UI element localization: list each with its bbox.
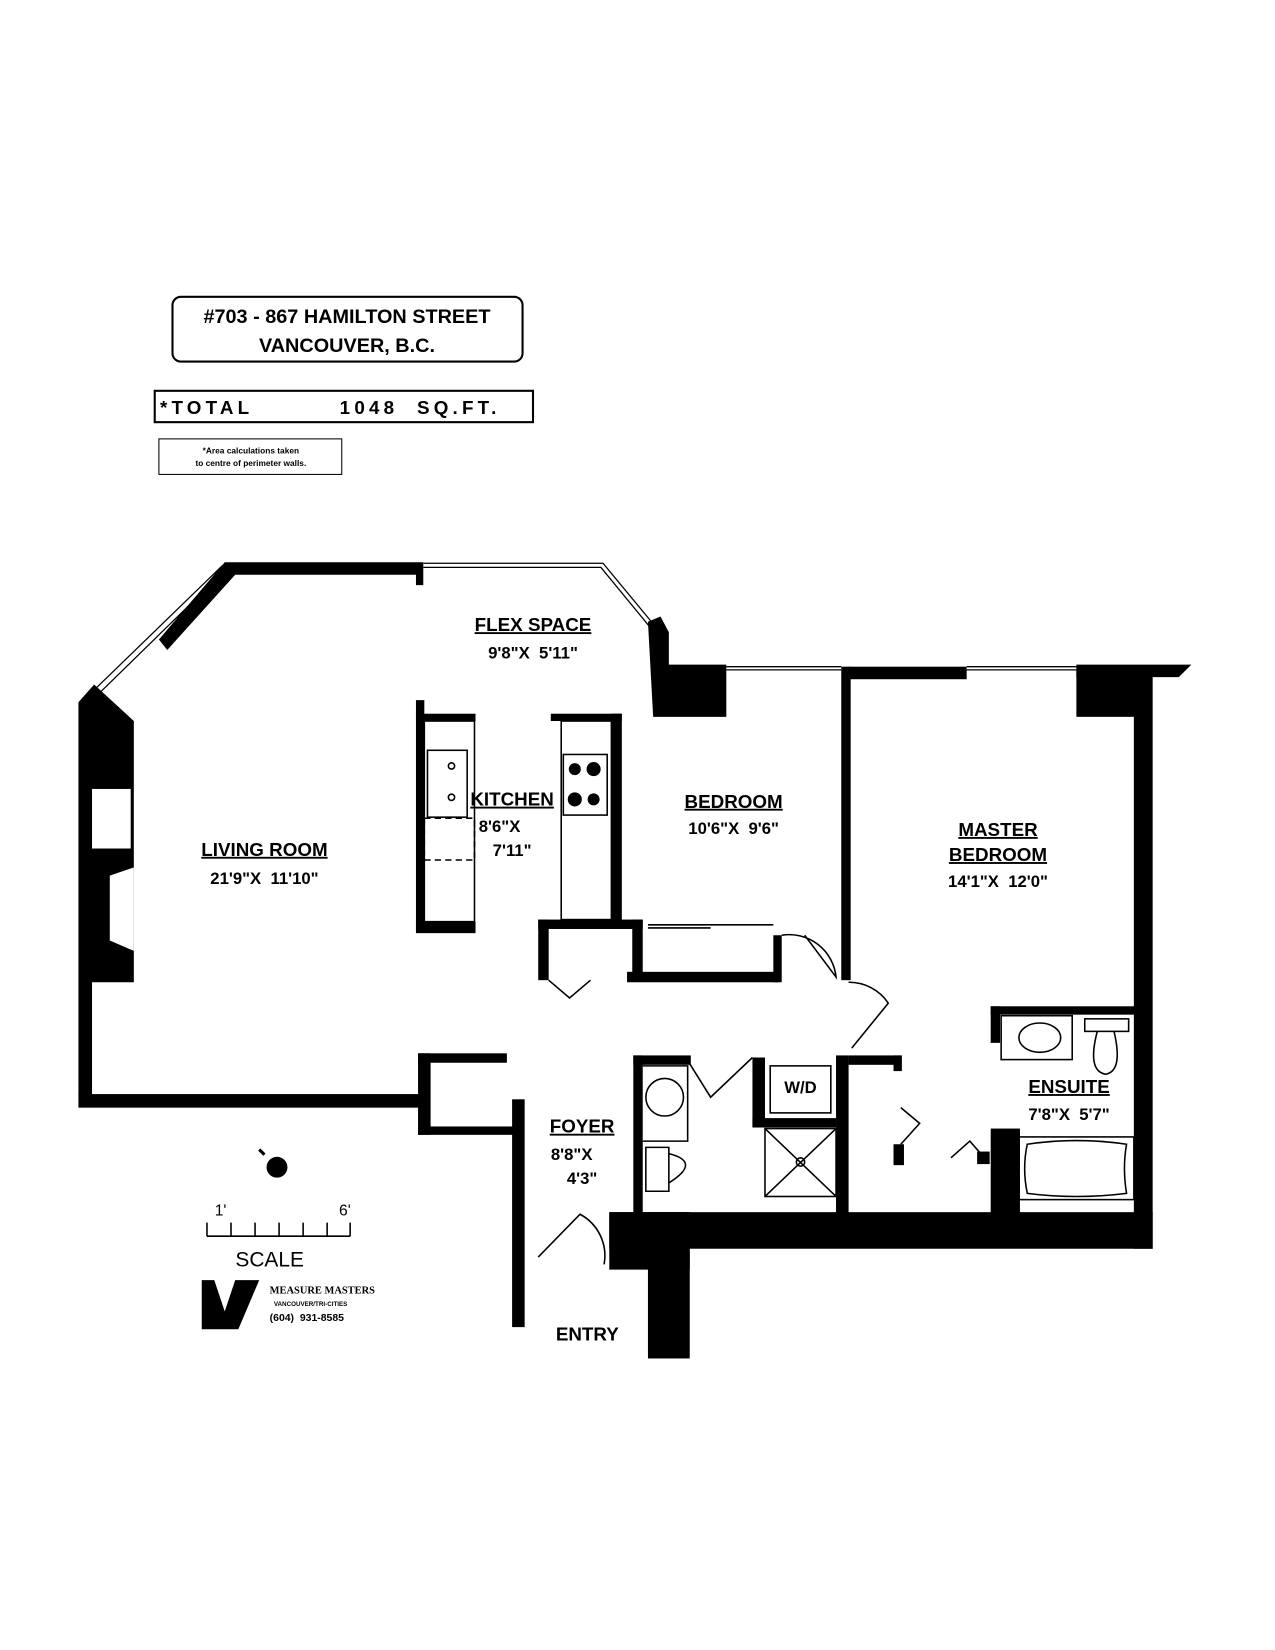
bedroom-label: BEDROOM xyxy=(685,791,783,812)
fixtures xyxy=(423,720,1135,1265)
address-box: #703 - 867 HAMILTON STREET VANCOUVER, B.… xyxy=(171,295,524,363)
ensuite-sink-icon xyxy=(1018,1022,1062,1054)
windows xyxy=(78,562,1077,1095)
logo-region: VANCOUVER/TRI-CITIES xyxy=(274,1301,348,1308)
dishwasher-icon xyxy=(423,817,476,861)
living-room-dims: 21'9"X 11'10" xyxy=(210,869,318,888)
scale-end-label: 6' xyxy=(339,1202,351,1219)
washer-dryer-icon xyxy=(769,1065,832,1114)
foyer-dims-1: 8'8"X xyxy=(551,1145,593,1164)
note-line-1: *Area calculations taken xyxy=(203,446,299,456)
address-line-1: #703 - 867 HAMILTON STREET xyxy=(203,306,490,328)
shower-icon xyxy=(764,1127,837,1198)
total-area-box: *TOTAL 1048 SQ.FT. xyxy=(153,389,535,424)
kitchen-dims-1: 8'6"X xyxy=(479,817,521,836)
logo-company: MEASURE MASTERS xyxy=(270,1286,375,1297)
foyer-dims-2: 4'3" xyxy=(567,1169,597,1188)
master-bedroom-label-1: MASTER xyxy=(958,819,1038,840)
walls xyxy=(78,562,1192,1359)
scale-label: SCALE xyxy=(235,1248,304,1271)
master-bedroom-label-2: BEDROOM xyxy=(949,844,1047,865)
flex-space-label: FLEX SPACE xyxy=(475,614,592,635)
north-arrow-icon xyxy=(258,1148,288,1178)
measure-masters-logo: MEASURE MASTERS VANCOUVER/TRI-CITIES (60… xyxy=(201,1280,375,1330)
sink-icon xyxy=(426,749,468,818)
master-bedroom-dims: 14'1"X 12'0" xyxy=(948,872,1048,891)
toilet-icon xyxy=(645,1146,687,1193)
ensuite-dims: 7'8"X 5'7" xyxy=(1028,1105,1109,1124)
living-room-label: LIVING ROOM xyxy=(201,839,327,860)
entry-label: ENTRY xyxy=(556,1324,619,1345)
total-value: 1048 SQ.FT. xyxy=(340,397,501,418)
kitchen-label: KITCHEN xyxy=(470,789,554,810)
bathtub-icon xyxy=(1023,1139,1128,1198)
stove-icon xyxy=(562,753,608,816)
logo-phone: (604) 931-8585 xyxy=(270,1313,344,1324)
address-line-2: VANCOUVER, B.C. xyxy=(259,335,435,357)
scale-start-label: 1' xyxy=(215,1202,227,1219)
total-label: *TOTAL xyxy=(160,397,253,418)
bedroom-dims: 10'6"X 9'6" xyxy=(688,819,779,838)
ensuite-label: ENSUITE xyxy=(1028,1076,1109,1097)
scale-bar xyxy=(206,1222,351,1237)
washer-dryer-label: W/D xyxy=(784,1078,816,1097)
flex-space-dims: 9'8"X 5'11" xyxy=(488,643,578,662)
area-note-box: *Area calculations taken to centre of pe… xyxy=(158,438,343,475)
ensuite-toilet-icon xyxy=(1092,1031,1119,1076)
kitchen-dims-2: 7'11" xyxy=(493,841,532,860)
foyer-label: FOYER xyxy=(550,1116,615,1137)
note-line-2: to centre of perimeter walls. xyxy=(195,458,306,468)
bathroom-sink-icon xyxy=(645,1077,685,1117)
